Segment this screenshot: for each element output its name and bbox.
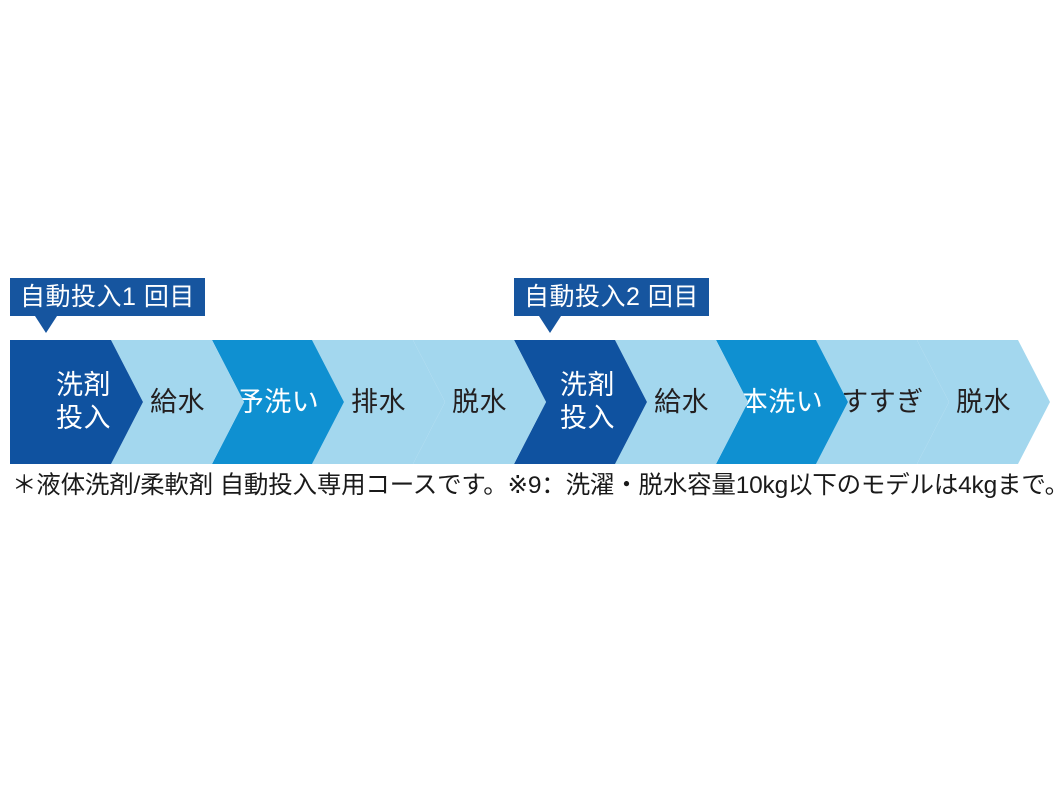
process-step-label: 本洗い bbox=[740, 386, 824, 417]
callout-auto-dispense-2: 自動投入2 回目 bbox=[514, 278, 709, 333]
process-step-label: 脱水 bbox=[452, 386, 507, 417]
callout-auto-dispense-1: 自動投入1 回目 bbox=[10, 278, 205, 333]
process-step-label: 洗剤 投入 bbox=[560, 370, 615, 433]
process-step-label: 予洗い bbox=[236, 386, 320, 417]
process-step-label: 洗剤 投入 bbox=[56, 370, 111, 433]
process-step-label: 給水 bbox=[654, 386, 709, 417]
callout-label: 自動投入1 回目 bbox=[20, 282, 195, 311]
process-step-label: 給水 bbox=[150, 386, 205, 417]
process-step-label: 脱水 bbox=[956, 386, 1011, 417]
callout-tail-icon bbox=[35, 316, 57, 333]
callout-label: 自動投入2 回目 bbox=[524, 282, 699, 311]
process-step-label: すすぎ bbox=[841, 386, 924, 417]
process-step-label: 排水 bbox=[351, 386, 406, 417]
caption-row: ＊液体洗剤/柔軟剤 自動投入専用コースです。 ※9：洗濯・脱水容量10kg以下の… bbox=[12, 472, 1060, 508]
callout-tail-icon bbox=[539, 316, 561, 333]
caption-detergent-note: ＊液体洗剤/柔軟剤 自動投入専用コースです。 bbox=[12, 472, 508, 499]
process-flow: 洗剤 投入給水予洗い排水脱水洗剤 投入給水本洗いすすぎ脱水 bbox=[10, 340, 1050, 464]
caption-capacity-note: ※9：洗濯・脱水容量10kg以下のモデルは4kgまで。 bbox=[507, 472, 1060, 499]
